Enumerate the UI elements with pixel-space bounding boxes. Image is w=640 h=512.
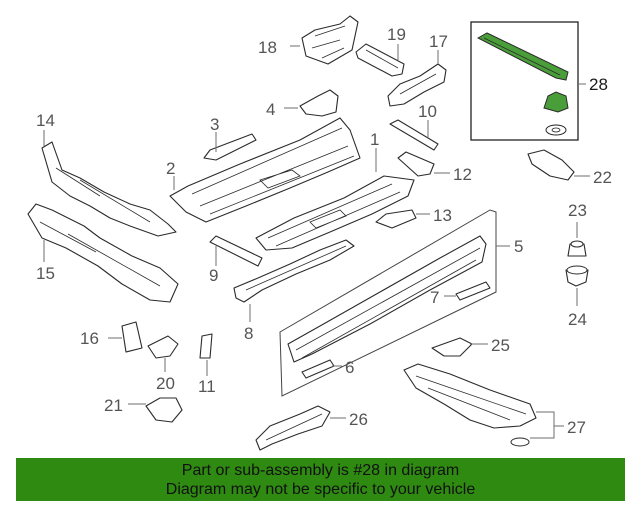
- label-24: 24: [568, 310, 587, 329]
- label-13: 13: [433, 206, 452, 225]
- label-1: 1: [370, 130, 379, 149]
- label-6: 6: [345, 358, 354, 377]
- part-28-bracket-shape[interactable]: [543, 91, 569, 113]
- part-27-shape[interactable]: [403, 363, 537, 429]
- notice-line-2: Diagram may not be specific to your vehi…: [165, 481, 476, 498]
- label-11: 11: [198, 377, 216, 396]
- label-17: 17: [429, 32, 448, 51]
- part-5-shape[interactable]: [287, 235, 487, 363]
- label-22: 22: [593, 168, 612, 187]
- label-27: 27: [567, 418, 586, 437]
- part-2-shape[interactable]: [169, 117, 361, 223]
- label-20: 20: [156, 374, 175, 393]
- label-18: 18: [258, 38, 277, 57]
- part-9-shape[interactable]: [209, 235, 263, 267]
- label-10: 10: [418, 102, 437, 121]
- label-4: 4: [266, 100, 275, 119]
- notice-line-1: Part or sub-assembly is #28 in diagram: [181, 462, 460, 479]
- diagram-notice-banner: Part or sub-assembly is #28 in diagram D…: [16, 458, 625, 501]
- part-7-shape[interactable]: [455, 281, 491, 301]
- part-15-shape[interactable]: [27, 203, 179, 303]
- part-18-shape[interactable]: [301, 15, 359, 65]
- part-11-shape[interactable]: [199, 333, 213, 359]
- label-21: 21: [104, 396, 123, 415]
- label-8: 8: [244, 324, 253, 343]
- part-12-shape[interactable]: [397, 151, 435, 177]
- part-21-shape[interactable]: [145, 397, 183, 423]
- part-10-shape[interactable]: [389, 119, 439, 151]
- label-19: 19: [387, 25, 406, 44]
- label-9: 9: [209, 266, 218, 285]
- part-25-shape[interactable]: [431, 337, 473, 357]
- label-16: 16: [80, 329, 99, 348]
- label-3: 3: [210, 115, 219, 134]
- part-26-shape[interactable]: [255, 405, 331, 451]
- label-12: 12: [453, 165, 472, 184]
- part-14-shape[interactable]: [41, 141, 177, 237]
- label-26: 26: [349, 410, 368, 429]
- part-28-washer-shape[interactable]: [545, 124, 567, 136]
- part-8-shape[interactable]: [233, 239, 355, 303]
- part-19-shape[interactable]: [355, 43, 405, 77]
- part-3-shape[interactable]: [203, 133, 257, 161]
- label-25: 25: [491, 336, 510, 355]
- part-27-grommet: [510, 437, 530, 447]
- part-13-shape[interactable]: [375, 209, 417, 229]
- part-4-shape[interactable]: [299, 89, 339, 117]
- label-5: 5: [514, 237, 523, 256]
- label-2: 2: [166, 159, 175, 178]
- label-28: 28: [589, 75, 608, 94]
- part-16-shape[interactable]: [121, 321, 143, 353]
- part-22-shape[interactable]: [527, 149, 575, 181]
- label-14: 14: [36, 111, 55, 130]
- label-23: 23: [568, 201, 587, 220]
- part-20-shape[interactable]: [147, 335, 179, 359]
- label-7: 7: [430, 288, 439, 307]
- label-15: 15: [36, 264, 55, 283]
- part-1-shape[interactable]: [255, 175, 415, 251]
